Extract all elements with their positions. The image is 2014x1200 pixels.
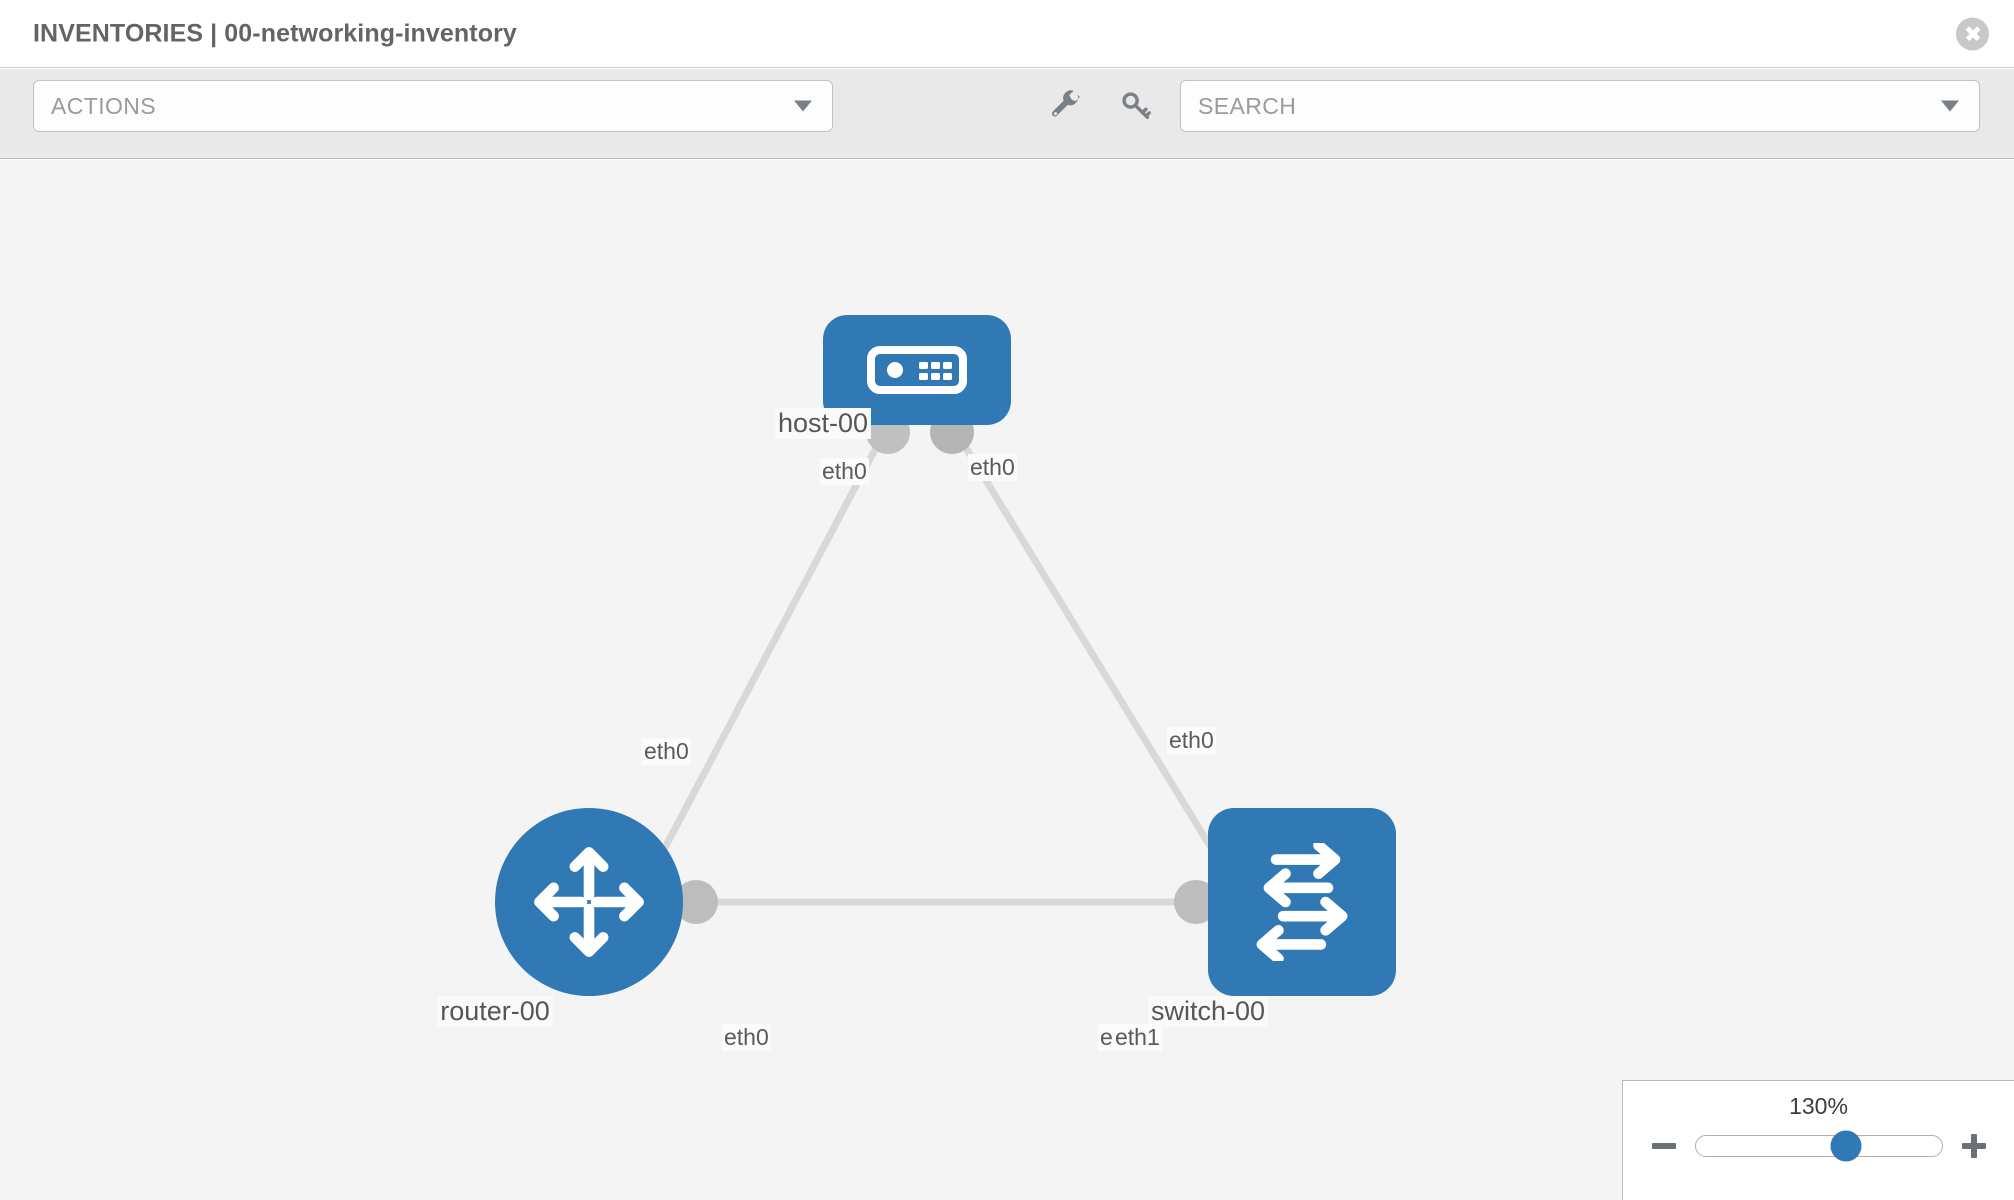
router-node-label: router-00 (437, 996, 553, 1027)
switch-arrows-icon (1256, 843, 1348, 961)
chevron-down-icon (1941, 100, 1959, 112)
toolbar: ACTIONS SEARCH (0, 69, 2014, 159)
router-arrows-icon (534, 847, 644, 957)
server-icon (867, 346, 967, 394)
edge-label-router-right: eth0 (722, 1024, 771, 1051)
key-icon[interactable] (1110, 80, 1162, 132)
wrench-icon[interactable] (1040, 80, 1092, 132)
page-header: INVENTORIES | 00-networking-inventory (0, 0, 2014, 68)
edge-label-switch-left-b: eth1 (1113, 1024, 1162, 1051)
zoom-in-button[interactable] (1959, 1131, 1989, 1161)
zoom-level-value: 130% (1789, 1093, 1848, 1119)
chevron-down-icon (794, 100, 812, 112)
search-dropdown[interactable]: SEARCH (1180, 80, 1980, 132)
host-node-shape[interactable] (823, 315, 1011, 425)
host-node-label: host-00 (774, 408, 872, 439)
zoom-out-button[interactable] (1649, 1131, 1679, 1161)
actions-dropdown-label: ACTIONS (51, 92, 157, 119)
edge-label-host-left: eth0 (820, 458, 869, 485)
connector-router-right (674, 880, 718, 924)
search-input-placeholder: SEARCH (1198, 92, 1297, 119)
router-node-shape[interactable] (495, 808, 683, 996)
zoom-slider-thumb[interactable] (1830, 1130, 1861, 1162)
edge-label-router-top: eth0 (642, 738, 691, 765)
zoom-slider-track[interactable] (1694, 1130, 1943, 1162)
edge-label-host-right: eth0 (968, 454, 1017, 481)
page-title: INVENTORIES | 00-networking-inventory (33, 19, 517, 47)
zoom-control-panel: 130% (1622, 1080, 2014, 1200)
switch-node-shape[interactable] (1208, 808, 1396, 996)
switch-node-label: switch-00 (1147, 996, 1269, 1027)
edge-host-router (636, 423, 892, 897)
actions-dropdown[interactable]: ACTIONS (33, 80, 833, 132)
close-icon[interactable] (1956, 17, 1989, 50)
topology-canvas[interactable]: host-00 router-00 (0, 160, 2014, 1200)
connector-switch-left (1174, 880, 1218, 924)
edge-label-switch-top: eth0 (1167, 727, 1216, 754)
topology-graph (636, 410, 1256, 975)
edge-host-switch (949, 423, 1243, 897)
